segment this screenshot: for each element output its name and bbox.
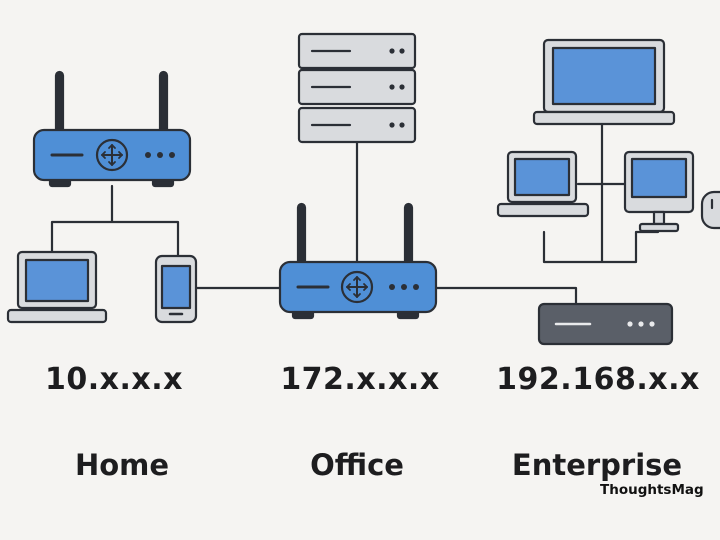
enterprise-desktop-icon	[623, 150, 695, 233]
enterprise-laptop-left-icon	[496, 150, 590, 218]
home-laptop-icon	[6, 250, 108, 324]
home-network-label: Home	[74, 448, 170, 482]
office-address-label: 172.x.x.x	[280, 362, 440, 397]
watermark-logo: ThoughtsMag	[600, 482, 704, 498]
enterprise-switch-icon	[537, 302, 674, 346]
home-router-icon	[32, 70, 192, 188]
enterprise-laptop-top-icon	[532, 38, 676, 126]
enterprise-network-label: Enterprise	[511, 448, 683, 482]
home-phone-icon	[154, 254, 198, 324]
enterprise-address-label: 192.168.x.x	[496, 362, 700, 397]
home-address-label: 10.x.x.x	[45, 362, 183, 397]
office-server-icon	[297, 32, 417, 144]
office-router-icon	[278, 202, 438, 320]
connection-lines	[50, 122, 660, 306]
office-network-label: Office	[310, 448, 404, 482]
enterprise-mouse-icon	[700, 190, 720, 230]
